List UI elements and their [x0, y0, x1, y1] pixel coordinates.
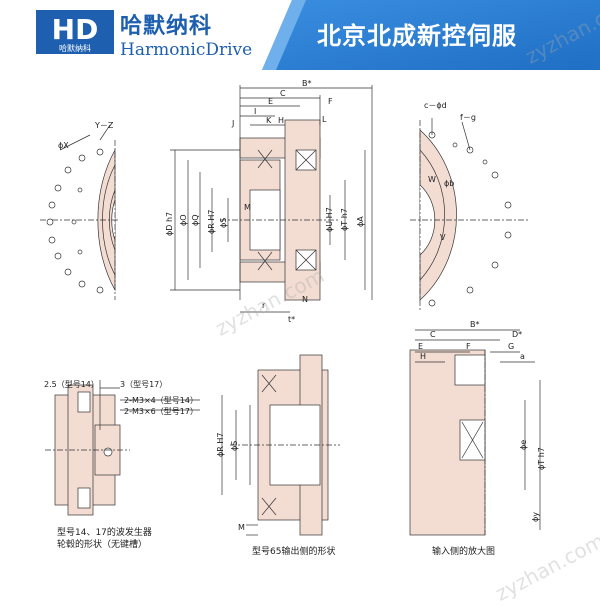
banner: 北京北成新控伺服	[262, 0, 600, 70]
front-view-left	[40, 124, 120, 300]
brand-name-en: HarmonicDrive	[120, 40, 253, 60]
label-B2: B*	[470, 320, 480, 329]
label-phiU: ϕU H7	[325, 207, 334, 232]
label-L: L	[322, 115, 327, 124]
logo-mark: HD	[52, 13, 99, 46]
label-phiT2: ϕT h7	[537, 447, 546, 470]
label-phiR2: ϕR H7	[216, 433, 225, 457]
label-phiX: ϕX	[58, 141, 69, 150]
label-G2: G	[508, 342, 514, 351]
note-m3x6: 2-M3×6（型号17）	[124, 407, 198, 416]
logo-sub: 哈默纳科	[59, 43, 91, 53]
brand-name-cn: 哈默纳科	[120, 14, 213, 39]
label-phie: ϕe	[519, 440, 528, 450]
label-phiy: ϕy	[531, 512, 540, 522]
label-K: K	[266, 116, 272, 125]
note-m3x4: 2-M3×4（型号14）	[124, 396, 198, 405]
front-view-right	[410, 118, 530, 310]
technical-drawing: ϕX Y－Z B* C E F I K H J L ϕD h7 ϕO ϕQ ϕR…	[40, 79, 546, 536]
note-2-5: 2.5（型号14）	[44, 380, 99, 389]
label-phiD: ϕD h7	[165, 212, 174, 236]
label-D2: D*	[512, 330, 522, 339]
label-phiO: ϕO	[179, 214, 188, 226]
caption-hub: 型号14、17的波发生器 轮毂的形状（无键槽）	[57, 527, 152, 551]
model65-output-view	[221, 354, 340, 536]
label-phiQ: ϕQ	[191, 214, 200, 226]
label-I: I	[254, 107, 256, 116]
label-phib: ϕb	[444, 179, 454, 188]
label-phiS: ϕS	[219, 218, 228, 228]
caption-hub-line1: 型号14、17的波发生器	[57, 528, 152, 538]
label-N: N	[302, 295, 308, 304]
label-F: F	[328, 97, 333, 106]
label-M2: M	[238, 523, 245, 532]
label-phiS2: ϕS	[230, 441, 239, 451]
label-M: M	[244, 203, 251, 212]
label-t: t*	[288, 315, 295, 324]
label-B: B*	[302, 79, 312, 88]
caption-enlarged: 输入侧的放大图	[432, 547, 496, 557]
banner-title: 北京北成新控伺服	[317, 22, 517, 50]
brand: 哈默纳科 HarmonicDrive	[120, 8, 252, 60]
label-E: E	[268, 97, 273, 106]
label-phiR: ϕR H7	[207, 210, 216, 234]
label-a2: a	[520, 352, 525, 361]
label-fg: f－g	[460, 113, 476, 122]
label-H2: H	[420, 352, 426, 361]
label-phiA: ϕA	[356, 216, 365, 227]
label-r: r	[262, 301, 266, 310]
banner-shape	[262, 0, 600, 70]
label-H: H	[278, 116, 284, 125]
label-C2: C	[430, 330, 436, 339]
section-view-main	[170, 85, 373, 313]
harmonic-drive-logo: HD 哈默纳科	[36, 10, 114, 54]
note-3: 3（型号17）	[120, 380, 168, 389]
caption-hub-line2: 轮毂的形状（无键槽）	[57, 540, 148, 550]
label-C: C	[280, 89, 286, 98]
enlarged-input-view	[409, 329, 541, 536]
label-phiT: ϕT h7	[340, 208, 349, 231]
label-V: V	[440, 233, 446, 242]
header: HD 哈默纳科 哈默纳科 HarmonicDrive 北京北成新控伺服	[0, 0, 600, 70]
label-YZ: Y－Z	[94, 121, 114, 130]
label-cd: c－ϕd	[424, 101, 447, 110]
caption-model65: 型号65输出侧的形状	[252, 547, 336, 557]
label-J: J	[231, 119, 234, 128]
label-W: W	[428, 175, 436, 184]
label-F2: F	[466, 342, 471, 351]
label-E2: E	[418, 342, 423, 351]
hub-detail-view	[45, 380, 200, 516]
